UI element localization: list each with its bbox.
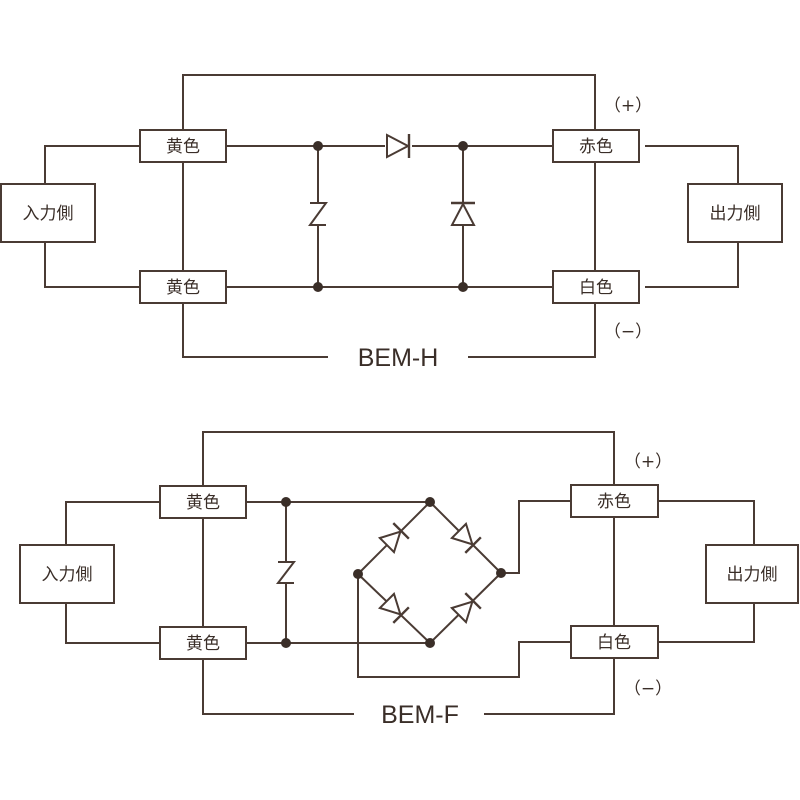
bem-h-in-top-terminal (139, 129, 227, 163)
bem-f-input-top-wire (65, 501, 160, 545)
bem-f-bridge-negative-wire (357, 574, 571, 678)
bem-h-bottom-loop-wire-right (468, 302, 596, 358)
bem-f-circuit: 入力側 出力側 黄色 黄色 赤色 白色 （+） （−） BEM-F (19, 431, 799, 729)
bem-f-in-top-terminal (159, 485, 247, 519)
bem-f-bottom-loop-wire (202, 658, 354, 715)
bem-f-junction-dot (281, 638, 291, 648)
bem-h-in-top-label: 黄色 (166, 137, 200, 157)
bem-f-input-side-label: 入力側 (42, 565, 93, 585)
bem-h-input-top-wire (44, 145, 140, 185)
bem-h-out-bottom-label: 白色 (579, 278, 613, 298)
bem-h-input-side-label: 入力側 (23, 204, 74, 224)
bem-f-out-bottom-terminal (570, 625, 659, 659)
bem-h-bottom-loop-wire (182, 302, 328, 358)
bem-h-output-bottom-wire (645, 242, 739, 288)
bem-f-in-bottom-label: 黄色 (186, 634, 220, 654)
bem-f-output-side-label: 出力側 (727, 565, 778, 585)
bem-h-zener-icon (308, 202, 328, 226)
bem-f-top-loop-wire (202, 431, 615, 486)
bem-f-input-bottom-wire (65, 603, 160, 644)
bem-f-bridge-diode-lower-left-icon (377, 591, 410, 624)
bem-f-out-top-label: 赤色 (597, 492, 631, 512)
bem-f-title: BEM-F (381, 701, 459, 729)
bem-h-junction-dot (458, 141, 468, 151)
bem-f-bridge-diode-lower-right-icon (449, 592, 482, 625)
bem-h-out-bottom-terminal (552, 270, 640, 304)
bem-f-junction-dot (425, 497, 435, 507)
bem-h-series-diode-icon (386, 133, 411, 159)
bem-h-plus-label: （+） (604, 96, 652, 116)
bem-f-junction-dot (425, 638, 435, 648)
bem-f-bridge-diode-upper-right-icon (449, 521, 482, 554)
bem-f-out-bottom-label: 白色 (597, 633, 631, 653)
bem-f-output-top-wire (658, 500, 755, 545)
bem-f-bridge-positive-wire (501, 500, 571, 574)
bem-f-output-bottom-wire (658, 603, 755, 643)
bem-h-junction-dot (313, 141, 323, 151)
bem-h-top-loop-wire (182, 74, 596, 132)
bem-f-zener-icon (275, 561, 297, 584)
bem-h-input-side-box (0, 183, 96, 243)
bem-h-junction-dot (313, 282, 323, 292)
bem-h-output-side-box (687, 183, 783, 243)
bem-h-output-side-label: 出力側 (710, 204, 761, 224)
bem-f-junction-dot (353, 569, 363, 579)
bem-f-junction-dot (281, 497, 291, 507)
bem-f-input-side-box (19, 544, 115, 604)
bem-h-out-top-label: 赤色 (579, 137, 613, 157)
bem-h-in-bottom-label: 黄色 (166, 278, 200, 298)
bem-h-minus-label: （−） (604, 322, 652, 342)
bem-h-input-bottom-wire (44, 242, 140, 288)
bem-h-title: BEM-H (358, 344, 439, 372)
bem-f-plus-label: （+） (624, 452, 672, 472)
bem-h-shunt-diode-icon (450, 201, 476, 226)
bem-f-out-top-terminal (570, 484, 659, 518)
bem-f-minus-label: （−） (624, 679, 672, 699)
bem-f-bridge-diode-upper-left-icon (377, 522, 410, 555)
bem-h-output-top-wire (645, 145, 739, 185)
bem-f-junction-dot (496, 568, 506, 578)
bem-h-out-top-terminal (552, 129, 640, 163)
bem-f-in-top-label: 黄色 (186, 493, 220, 513)
bem-h-circuit: 入力側 出力側 黄色 黄色 赤色 白色 （+） （−） BEM-H (0, 74, 783, 372)
bem-f-in-bottom-terminal (159, 626, 247, 660)
bem-h-junction-dot (458, 282, 468, 292)
bem-f-output-side-box (705, 544, 799, 604)
bem-h-in-bottom-terminal (139, 270, 227, 304)
bem-f-bottom-loop-wire-right (484, 658, 615, 715)
